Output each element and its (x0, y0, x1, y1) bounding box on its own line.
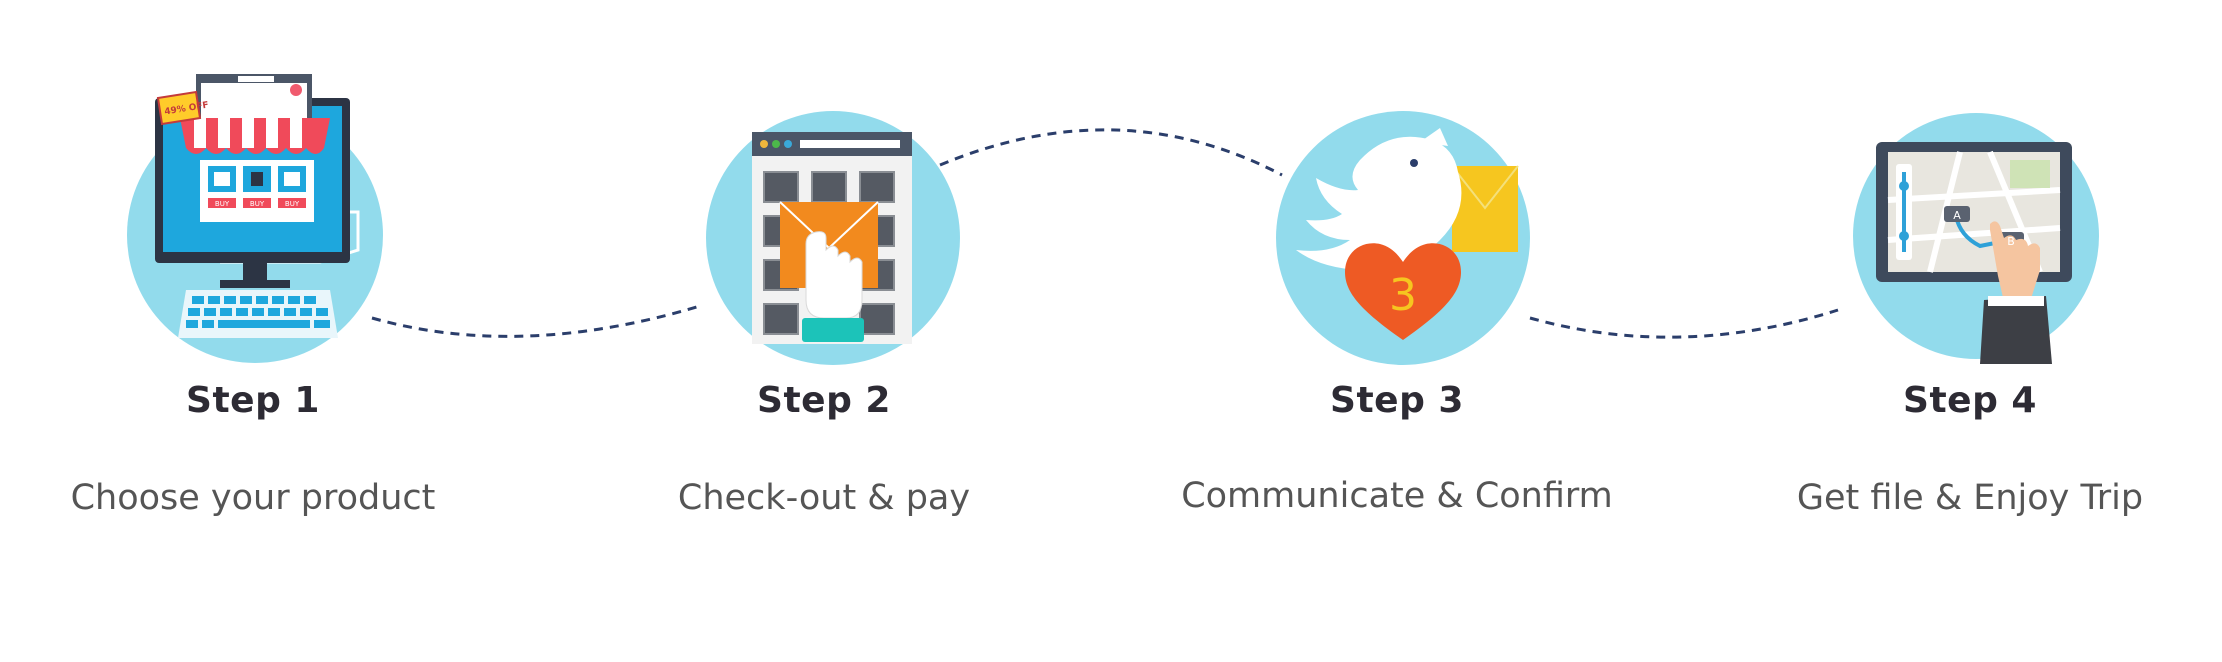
step-3-description: Communicate & Confirm (1181, 476, 1613, 516)
step-2-description: Check-out & pay (677, 478, 971, 518)
buy-button-1: BUY (215, 200, 230, 208)
step-4-description: Get file & Enjoy Trip (1796, 478, 2144, 518)
step-3-badge-number: 3 (1389, 270, 1417, 321)
connector-2-3 (939, 128, 1283, 177)
checkout-envelope-hand-icon (706, 111, 960, 365)
bird-envelope-heart-icon (1276, 111, 1530, 365)
step-3-title: Step 3 (1330, 380, 1464, 421)
connector-3-4 (1529, 308, 1839, 339)
connector-1-2 (371, 304, 701, 338)
online-shop-sign: Online Shop (230, 102, 305, 115)
online-shop-computer-icon (127, 74, 383, 363)
buy-button-3: BUY (285, 200, 300, 208)
buy-button-2: BUY (250, 200, 265, 208)
step-1-title: Step 1 (186, 380, 320, 421)
map-marker-b: B (2007, 235, 2015, 248)
tablet-map-hand-icon (1853, 113, 2099, 364)
step-4-title: Step 4 (1903, 380, 2037, 421)
step-1-description: Choose your product (70, 478, 436, 518)
map-marker-a: A (1953, 209, 1961, 222)
step-2-title: Step 2 (757, 380, 891, 421)
